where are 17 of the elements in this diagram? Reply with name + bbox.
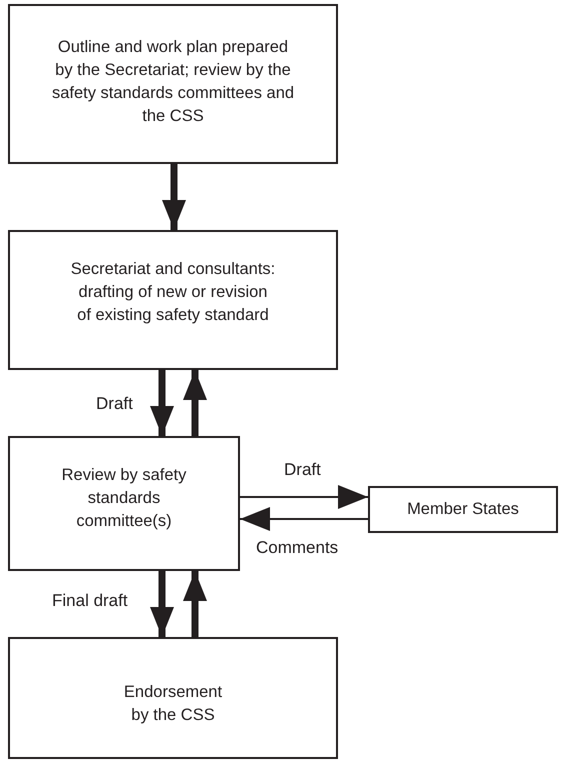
process-box [8, 436, 240, 571]
arrow [240, 507, 368, 531]
arrow [183, 571, 207, 637]
process-box [8, 637, 338, 759]
box-text: Outline and work plan prepared by the Secretariat; review by the safety standards committees and the CSS [50, 37, 296, 128]
box-text: Secretariat and consultants: drafting of new or revision of existing safety standard [70, 259, 276, 326]
process-box [368, 486, 558, 533]
box-text: Endorsement by the CSS [122, 682, 224, 726]
arrow [162, 164, 186, 230]
arrow [240, 485, 368, 509]
box-text: Review by safety standards committee(s) [60, 465, 188, 532]
arrow [150, 370, 174, 436]
arrow [183, 370, 207, 436]
box-text: Member States [407, 498, 519, 520]
process-box [8, 4, 338, 164]
arrow [150, 571, 174, 637]
process-box [8, 230, 338, 370]
